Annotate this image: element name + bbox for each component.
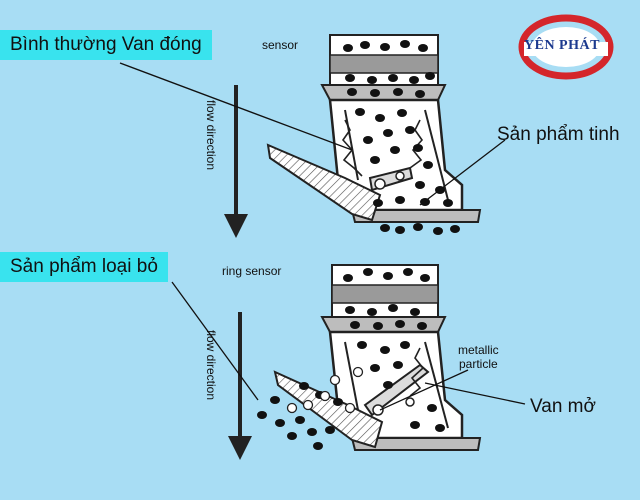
company-logo: YÊN PHÁT bbox=[516, 14, 616, 80]
top-sensor-label: sensor bbox=[262, 38, 299, 52]
rejected-particles bbox=[257, 396, 335, 450]
metallic-particles bbox=[319, 366, 364, 414]
metallic-particle-leader bbox=[379, 369, 469, 411]
metallic-word: metallic bbox=[458, 343, 499, 357]
logo-ring-icon bbox=[518, 14, 614, 80]
bottom-separator-open bbox=[257, 264, 482, 451]
product-label: Sản phẩm tinh bbox=[497, 124, 620, 145]
valve-open-label: Van mở bbox=[530, 396, 596, 417]
top-separator-closed bbox=[266, 34, 482, 235]
bottom-sensor-label: ring sensor bbox=[222, 264, 282, 278]
top-flow-arrow bbox=[224, 85, 248, 238]
top-callout-leader bbox=[119, 62, 353, 151]
metallic-particle-label: metallic particle bbox=[458, 343, 499, 371]
product-label-leader bbox=[419, 139, 506, 206]
top-callout: Bình thường Van đóng bbox=[0, 30, 212, 60]
valve-open-leader bbox=[424, 382, 526, 405]
bottom-callout: Sản phẩm loại bỏ bbox=[0, 252, 168, 282]
particle-word: particle bbox=[459, 357, 498, 371]
top-particles bbox=[343, 40, 460, 235]
logo-text: YÊN PHÁT bbox=[524, 38, 600, 53]
bottom-callout-leader bbox=[171, 281, 259, 401]
